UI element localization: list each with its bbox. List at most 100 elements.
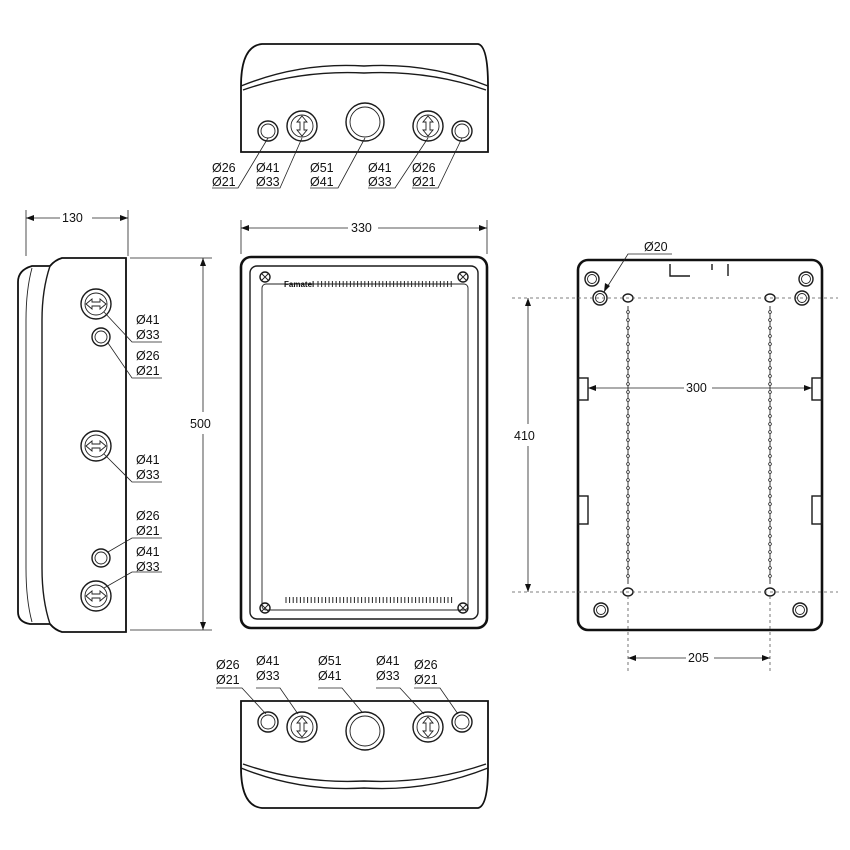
rail-slot <box>626 310 630 314</box>
top-knockout-41-left <box>286 110 318 142</box>
back-hole-bl <box>593 602 609 618</box>
side-knockout-41-1 <box>80 288 112 320</box>
top-label-5a: Ø26 <box>412 161 436 175</box>
rail-slot <box>626 502 630 506</box>
bottom-label-2b: Ø33 <box>256 669 280 683</box>
rail-slot <box>768 414 772 418</box>
top-knockout-51-center <box>345 102 385 142</box>
dimension-height-label: 500 <box>190 417 211 431</box>
rail-slot <box>626 350 630 354</box>
bottom-label-1b: Ø21 <box>216 673 240 687</box>
bottom-label-5a: Ø26 <box>414 658 438 672</box>
rail-slot <box>626 486 630 490</box>
rail-slot <box>768 518 772 522</box>
rail-slot <box>768 406 772 410</box>
rail-slot <box>768 574 772 578</box>
top-label-1a: Ø26 <box>212 161 236 175</box>
bottom-label-5b: Ø21 <box>414 673 438 687</box>
rail-slot <box>626 446 630 450</box>
dimension-rail-spacing-label: 205 <box>688 651 709 665</box>
rail-slot <box>626 326 630 330</box>
bottom-label-3a: Ø51 <box>318 654 342 668</box>
back-hole-tl <box>584 271 600 287</box>
rail-slot <box>626 478 630 482</box>
top-label-4b: Ø33 <box>368 175 392 189</box>
rail-slot <box>768 326 772 330</box>
rail-slot <box>768 358 772 362</box>
rail-slot <box>626 566 630 570</box>
rail-slot <box>768 454 772 458</box>
rail-slot <box>626 574 630 578</box>
rail-slot <box>626 382 630 386</box>
top-label-3b: Ø41 <box>310 175 334 189</box>
dimension-mount-width: 300 <box>588 381 812 395</box>
top-label-1b: Ø21 <box>212 175 236 189</box>
rail-slot <box>768 310 772 314</box>
bottom-label-2a: Ø41 <box>256 654 280 668</box>
side-label-1a: Ø41 <box>136 313 160 327</box>
bottom-knockout-41-left <box>286 711 318 743</box>
bottom-label-4a: Ø41 <box>376 654 400 668</box>
rail-slot <box>626 462 630 466</box>
rail-slot <box>768 318 772 322</box>
rail-slot <box>626 422 630 426</box>
rail-slot <box>626 414 630 418</box>
front-view: Famatel 330 <box>239 220 489 630</box>
top-view: Ø26 Ø21 Ø41 Ø33 Ø51 Ø41 Ø41 Ø33 Ø26 Ø21 <box>212 43 489 189</box>
rail-slot <box>768 558 772 562</box>
rail-slot <box>626 438 630 442</box>
top-label-4a: Ø41 <box>368 161 392 175</box>
screw-bottom-right <box>457 602 469 614</box>
module-marks-top <box>317 281 452 287</box>
mounting-rail-right <box>764 293 776 597</box>
bottom-knockout-51-center <box>345 711 385 751</box>
rail-slot <box>626 342 630 346</box>
rail-slot <box>768 566 772 570</box>
side-label-4a: Ø26 <box>136 509 160 523</box>
side-label-3b: Ø33 <box>136 468 160 482</box>
top-label-3a: Ø51 <box>310 161 334 175</box>
back-hole-br <box>792 602 808 618</box>
rail-slot <box>626 526 630 530</box>
rail-slot <box>768 502 772 506</box>
side-view: Ø41 Ø33 Ø26 Ø21 Ø41 Ø33 Ø26 Ø21 Ø41 Ø33 … <box>17 210 212 633</box>
dimension-mount-height: 410 <box>514 298 535 592</box>
brand-logo: Famatel <box>284 280 314 289</box>
dimension-depth-label: 130 <box>62 211 83 225</box>
top-knockout-41-right <box>412 110 444 142</box>
bottom-knockout-26-left <box>257 711 279 733</box>
dimension-mount-height-label: 410 <box>514 429 535 443</box>
rail-slot <box>768 542 772 546</box>
rail-slot <box>768 534 772 538</box>
side-label-1b: Ø33 <box>136 328 160 342</box>
rail-slot <box>626 430 630 434</box>
dimension-width-label: 330 <box>351 221 372 235</box>
top-label-2a: Ø41 <box>256 161 280 175</box>
rail-slot <box>626 366 630 370</box>
rail-slot <box>626 358 630 362</box>
rail-slot <box>626 494 630 498</box>
rail-slot <box>626 374 630 378</box>
rail-slot <box>768 446 772 450</box>
side-knockout-41-3 <box>80 580 112 612</box>
rail-slot <box>626 550 630 554</box>
screw-top-left <box>259 271 271 283</box>
bottom-knockout-41-right <box>412 711 444 743</box>
rail-slot <box>768 478 772 482</box>
side-label-5a: Ø41 <box>136 545 160 559</box>
top-label-2b: Ø33 <box>256 175 280 189</box>
dimension-width: 330 <box>240 220 488 254</box>
rail-slot <box>768 350 772 354</box>
dimension-mount-hole: Ø20 <box>603 240 672 293</box>
module-marks-bottom <box>285 597 453 603</box>
rail-slot <box>768 430 772 434</box>
dimension-depth: 130 <box>25 210 129 256</box>
rail-slot <box>768 462 772 466</box>
back-hole-tr <box>798 271 814 287</box>
side-label-2b: Ø21 <box>136 364 160 378</box>
rail-slot <box>768 422 772 426</box>
rail-slot <box>626 542 630 546</box>
side-label-3a: Ø41 <box>136 453 160 467</box>
rail-slot <box>768 438 772 442</box>
